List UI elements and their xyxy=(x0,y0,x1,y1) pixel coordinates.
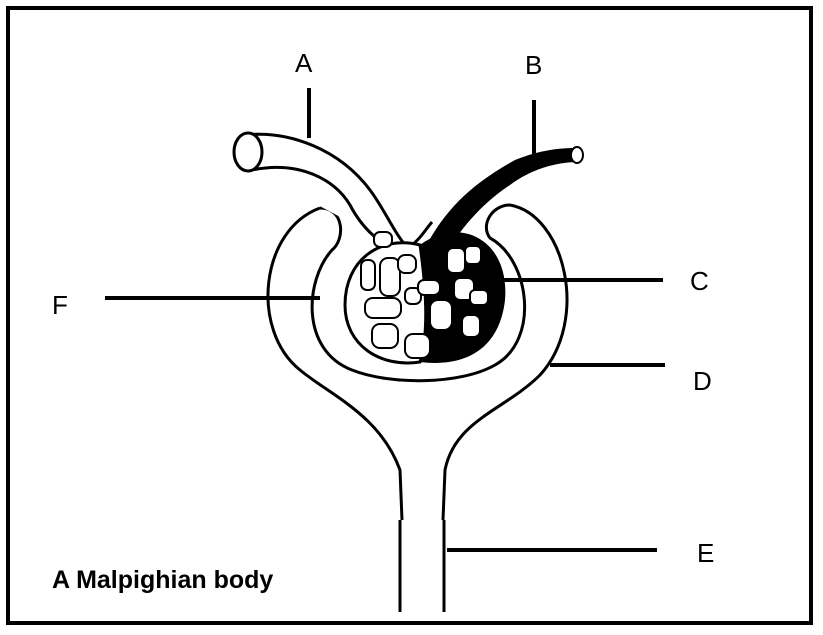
glomerulus xyxy=(345,232,505,363)
label-e: E xyxy=(697,540,714,566)
diagram-caption: A Malpighian body xyxy=(52,566,273,595)
label-d: D xyxy=(693,368,712,394)
label-b: B xyxy=(525,52,542,78)
label-a: A xyxy=(295,50,312,76)
renal-tubule xyxy=(400,520,444,612)
label-c: C xyxy=(690,268,709,294)
afferent-arteriole xyxy=(234,133,432,252)
label-f: F xyxy=(52,292,68,318)
